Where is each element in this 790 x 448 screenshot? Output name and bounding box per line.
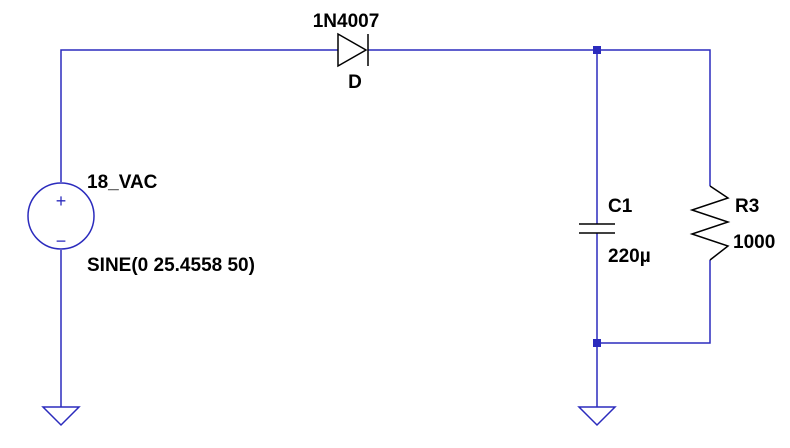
resistor[interactable] — [689, 185, 731, 261]
diode-triangle — [337, 32, 368, 68]
voltage-source-plus-sign: + — [56, 191, 67, 211]
voltage-source-body — [27, 182, 95, 250]
source-name-label: 18_VAC — [87, 172, 158, 193]
voltage-source[interactable]: + − — [27, 182, 95, 251]
ground-symbol-output[interactable] — [577, 406, 617, 427]
capacitor-value-label: 220µ — [608, 246, 651, 267]
diode-name-label: D — [348, 72, 362, 93]
ground-symbol-source[interactable] — [41, 406, 81, 427]
diode[interactable] — [337, 32, 369, 68]
capacitor-name-label: C1 — [608, 196, 633, 217]
wire-source-to-diode[interactable] — [60, 49, 338, 182]
resistor-zigzag — [689, 185, 731, 261]
diode-part-label: 1N4007 — [313, 11, 380, 32]
wires — [60, 49, 711, 407]
junction-top — [593, 46, 601, 54]
junction-bottom — [593, 339, 601, 347]
source-value-label: SINE(0 25.4558 50) — [87, 255, 255, 276]
resistor-name-label: R3 — [735, 196, 759, 217]
resistor-value-label: 1000 — [733, 232, 775, 253]
voltage-source-minus-sign: − — [56, 231, 67, 251]
capacitor[interactable] — [579, 223, 615, 234]
wire-top-node-to-resistor[interactable] — [597, 49, 711, 186]
wire-resistor-to-bottom-node[interactable] — [597, 260, 711, 344]
